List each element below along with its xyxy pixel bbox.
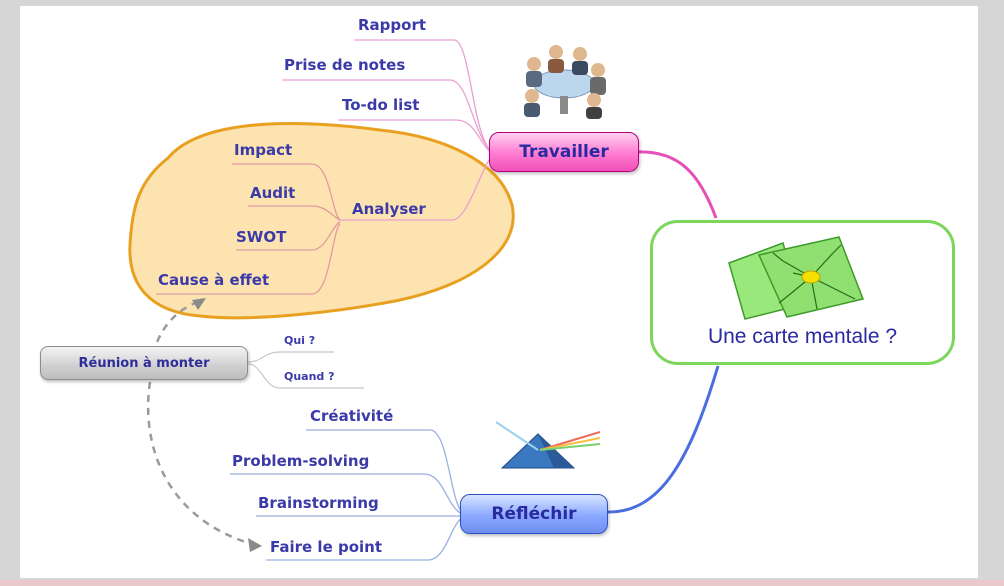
- subtopic-faire-le-point[interactable]: Faire le point: [270, 538, 382, 556]
- link-problem-solving: [230, 473, 463, 515]
- subtopic-cause-a-effet[interactable]: Cause à effet: [158, 271, 270, 289]
- meeting-people-icon: [524, 45, 606, 119]
- node-travailler[interactable]: Travailler: [489, 132, 639, 172]
- brain-map-icon: [728, 236, 865, 320]
- analyser-highlight-blob: [128, 122, 515, 320]
- subtopic-rapport[interactable]: Rapport: [358, 16, 427, 34]
- subtopic-analyser[interactable]: Analyser: [352, 200, 426, 218]
- subtopic-problem-solving[interactable]: Problem-solving: [232, 452, 370, 470]
- subtopic-audit[interactable]: Audit: [250, 184, 296, 202]
- link-analyser: [338, 155, 493, 221]
- subtopic-quand[interactable]: Quand ?: [284, 370, 335, 383]
- central-label: Une carte mentale ?: [707, 325, 898, 348]
- subtopic-prise-de-notes[interactable]: Prise de notes: [284, 56, 406, 74]
- link-swot: [236, 221, 341, 251]
- link-reflechir-central: [605, 365, 720, 514]
- link-rapport: [354, 39, 491, 151]
- subtopic-to-do-list[interactable]: To-do list: [342, 96, 420, 114]
- arrowhead-cause-a-effet: [192, 298, 206, 310]
- link-travailler-central: [635, 150, 718, 219]
- link-cause-a-effet: [156, 223, 341, 295]
- subtopic-brainstorming[interactable]: Brainstorming: [258, 494, 379, 512]
- link-audit: [248, 205, 341, 221]
- link-prise-de-notes: [282, 79, 491, 151]
- node-reflechir[interactable]: Réfléchir: [460, 494, 608, 534]
- subtopic-swot[interactable]: SWOT: [236, 228, 287, 246]
- arrowhead-faire-le-point: [248, 538, 262, 552]
- link-creativite: [306, 429, 463, 513]
- subtopic-creativite[interactable]: Créativité: [310, 407, 394, 425]
- node-reunion-a-monter[interactable]: Réunion à monter: [40, 346, 248, 380]
- central-node[interactable]: Une carte mentale ?: [650, 220, 955, 365]
- link-quand: [247, 363, 364, 389]
- subtopic-impact[interactable]: Impact: [234, 141, 293, 159]
- subtopic-qui[interactable]: Qui ?: [284, 334, 316, 347]
- link-faire-le-point: [266, 517, 463, 561]
- dashed-arrow-to-cause-a-effet: [148, 300, 199, 381]
- link-qui: [247, 351, 334, 363]
- link-impact: [232, 163, 341, 221]
- prism-icon: [495, 421, 601, 469]
- bottom-rule: [0, 580, 1004, 586]
- link-to-do-list: [338, 119, 491, 153]
